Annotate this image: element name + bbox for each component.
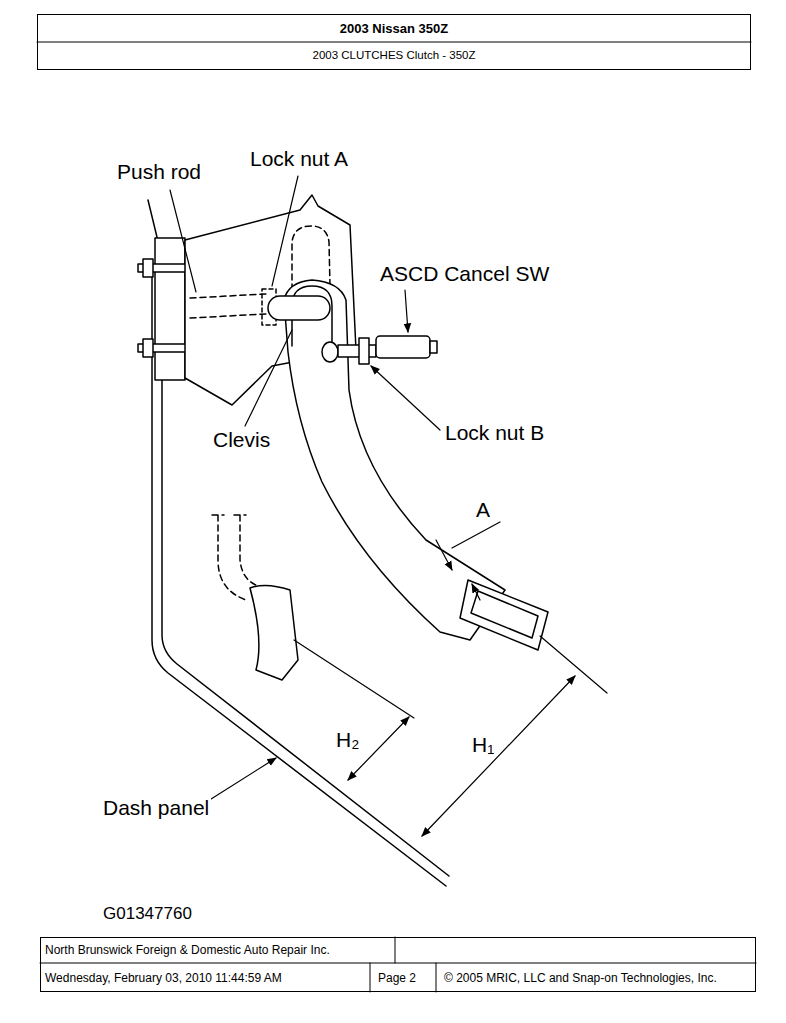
part-name: Lock nut A [248, 147, 350, 170]
mounting-plate [155, 238, 185, 380]
box-heading: 2003 Nissan 350Z [38, 21, 750, 36]
header-rule [37, 42, 751, 43]
push-rod [190, 314, 266, 318]
brake-pad [250, 585, 298, 680]
leader-line [272, 176, 298, 286]
box-text: 2003 CLUTCHES Clutch - 350Z [38, 49, 750, 61]
header-box: 2003 Nissan 350Z 2003 CLUTCHES Clutch - 3… [37, 14, 751, 70]
extension-line [294, 640, 414, 718]
dimension-a [472, 584, 480, 600]
ascd-switch-body [376, 336, 430, 358]
extension-line [452, 522, 500, 548]
footer-rule [40, 963, 756, 964]
part-name: Dash panel [101, 796, 211, 819]
bolt-nut [143, 339, 153, 357]
pedal-pad-rubber [471, 591, 538, 638]
dimension-label: A [474, 498, 492, 521]
switch-connector [430, 341, 437, 353]
figure-number: G01347760 [101, 905, 194, 924]
leader-line [200, 758, 276, 806]
part-name: Push rod [115, 160, 203, 183]
part-name: ASCD Cancel SW [378, 262, 551, 285]
extension-line [540, 636, 607, 693]
brake-pedal [212, 515, 246, 600]
dimension-h1 [422, 676, 575, 836]
leader-line [170, 190, 196, 292]
footer-divider [370, 963, 371, 992]
box-text: © 2005 MRIC, LLC and Snap-on Technologie… [444, 971, 717, 985]
brake-pedal [234, 515, 258, 586]
clevis [268, 296, 330, 320]
dimension-a [436, 540, 452, 570]
box-heading: North Brunswick Foreign & Domestic Auto … [45, 943, 330, 957]
pedal-stopper [322, 342, 338, 362]
leader-line [245, 330, 292, 426]
switch-stem [338, 345, 376, 357]
pedal-pad [460, 580, 548, 650]
box-text: Page 2 [378, 971, 416, 985]
part-name: Lock nut B [443, 421, 546, 444]
bolt-nut [143, 259, 153, 277]
lock-nut-b [359, 338, 369, 364]
leader-line [405, 290, 408, 332]
footer-divider [436, 963, 437, 992]
push-rod [190, 294, 266, 298]
part-name: Clevis [211, 428, 272, 451]
footer-box: North Brunswick Foreign & Domestic Auto … [40, 937, 756, 992]
leader-line [371, 366, 440, 430]
box-text: Wednesday, February 03, 2010 11:44:59 AM [45, 971, 282, 985]
footer-divider [395, 937, 396, 963]
dimension-label: H₁ [470, 733, 496, 756]
dimension-label: H₂ [334, 728, 361, 751]
